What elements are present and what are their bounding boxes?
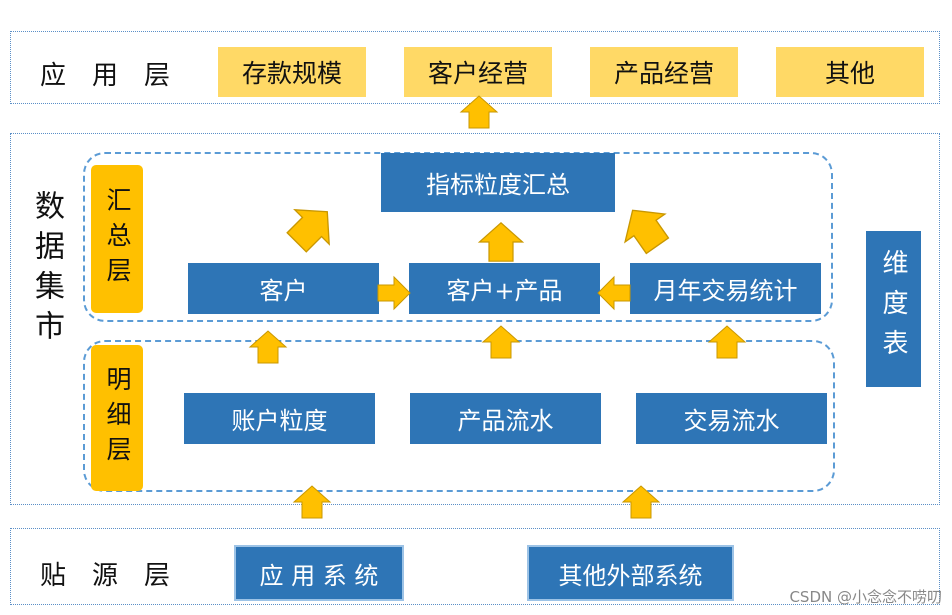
- summary-box-customer: 客户: [188, 263, 379, 314]
- summary-box-customer-product: 客户+产品: [409, 263, 600, 314]
- detail-layer-label: 明细层: [91, 345, 143, 491]
- application-layer-label: 应 用 层: [40, 61, 171, 91]
- summary-layer-label: 汇总层: [91, 165, 143, 313]
- detail-box-transaction-flow: 交易流水: [636, 393, 827, 444]
- summary-box-indicator-granularity: 指标粒度汇总: [381, 153, 615, 212]
- dimension-table: 维度表: [866, 231, 921, 387]
- source-box-other-external-systems: 其他外部系统: [527, 545, 734, 601]
- data-mart-label: 数据集市: [29, 190, 64, 350]
- source-layer-label: 贴 源 层: [40, 561, 171, 591]
- summary-box-monthly-yearly-stats: 月年交易统计: [630, 263, 821, 314]
- data-mart-layer: [10, 133, 940, 505]
- detail-box-account-granularity: 账户粒度: [184, 393, 375, 444]
- app-box-deposit-scale: 存款规模: [218, 47, 366, 97]
- app-box-product-operation: 产品经营: [590, 47, 738, 97]
- app-box-customer-operation: 客户经营: [404, 47, 552, 97]
- app-box-other: 其他: [776, 47, 924, 97]
- detail-layer-region: [83, 340, 835, 492]
- detail-box-product-flow: 产品流水: [410, 393, 601, 444]
- source-box-application-system: 应 用 系 统: [234, 545, 404, 601]
- source-layer: [10, 528, 940, 605]
- watermark: CSDN @小念念不唠叨: [789, 588, 942, 606]
